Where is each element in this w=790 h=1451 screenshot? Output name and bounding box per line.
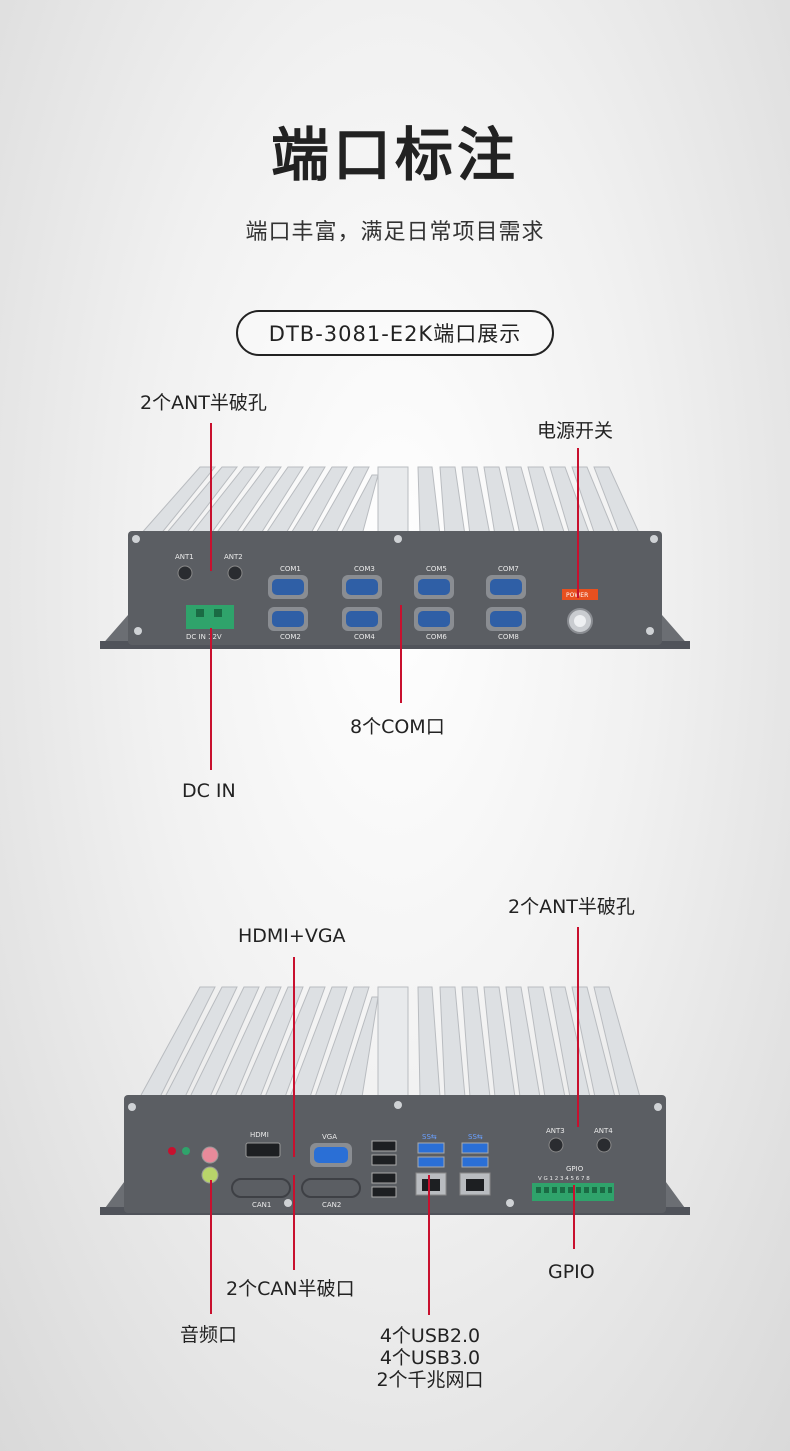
usb3-callout-line: 4个USB3.0: [379, 1347, 481, 1369]
hdmi-vga-line: [293, 957, 295, 1157]
can1-knockout: [231, 1178, 291, 1198]
audio-callout: 音频口: [180, 1324, 238, 1346]
power-line: [577, 448, 579, 598]
dcin-line: [210, 628, 212, 770]
front-ant-line: [210, 423, 212, 571]
power-badge: [562, 589, 598, 600]
can-line: [293, 1175, 295, 1270]
gpio-line: [573, 1185, 575, 1249]
audio-line: [210, 1180, 212, 1314]
led-red: [168, 1147, 176, 1155]
com6-label: COM6: [426, 633, 447, 641]
com-ports: [268, 575, 526, 631]
gpio-label: GPIO: [566, 1165, 584, 1173]
dc-label: DC IN 12V: [186, 633, 222, 641]
ant2-label: ANT2: [224, 553, 243, 561]
power-switch-callout: 电源开关: [537, 420, 614, 442]
ant4-hole: [596, 1137, 612, 1153]
usb3-ports: [417, 1142, 489, 1168]
lan-callout-line: 2个千兆网口: [376, 1369, 484, 1391]
page-title: 端口标注: [270, 121, 519, 189]
rear-ant-line: [577, 927, 579, 1127]
gpio-callout: GPIO: [548, 1261, 595, 1283]
ant3-hole: [548, 1137, 564, 1153]
usb-lan-line: [428, 1175, 430, 1315]
com8-label: COM8: [498, 633, 519, 641]
vga-label: VGA: [322, 1133, 337, 1141]
front-panel-image: ANT1 ANT2 DC IN 12V COM1 COM2 COM3 COM4 …: [100, 466, 690, 649]
dc-terminal: [186, 605, 234, 629]
ant4-label: ANT4: [594, 1127, 613, 1135]
ant2-hole: [227, 565, 243, 581]
com3-label: COM3: [354, 565, 375, 573]
com2-label: COM2: [280, 633, 301, 641]
rear-panel-image: HDMI VGA CAN1 CAN2 SS⇆ SS⇆ ANT3 ANT4 GPI…: [100, 986, 690, 1215]
ant1-hole: [177, 565, 193, 581]
model-pill-text: DTB-3081-E2K端口展示: [268, 322, 522, 346]
ant1-label: ANT1: [175, 553, 194, 561]
usb2-ports: [371, 1140, 397, 1198]
can2-knockout: [301, 1178, 361, 1198]
can1-label: CAN1: [252, 1201, 271, 1209]
model-pill: DTB-3081-E2K端口展示: [236, 310, 554, 356]
hdmi-port: [245, 1142, 281, 1158]
mic-jack-icon: [201, 1146, 219, 1164]
com-callout: 8个COM口: [350, 716, 445, 738]
com7-label: COM7: [498, 565, 519, 573]
com-line: [400, 605, 402, 703]
rear-ant-callout: 2个ANT半破孔: [508, 896, 635, 918]
ant3-label: ANT3: [546, 1127, 565, 1135]
led-green: [182, 1147, 190, 1155]
com4-label: COM4: [354, 633, 375, 641]
page-subtitle: 端口丰富，满足日常项目需求: [245, 220, 545, 245]
lan-ports: [415, 1172, 491, 1196]
usb-lan-callout: 4个USB2.0 4个USB3.0 2个千兆网口: [348, 1325, 512, 1391]
usb2-callout-line: 4个USB2.0: [379, 1325, 481, 1347]
hdmi-vga-callout: HDMI+VGA: [238, 925, 346, 947]
hdmi-label: HDMI: [250, 1131, 269, 1139]
front-ant-callout: 2个ANT半破孔: [140, 392, 267, 414]
can-callout: 2个CAN半破口: [226, 1278, 355, 1300]
com1-label: COM1: [280, 565, 301, 573]
can2-label: CAN2: [322, 1201, 341, 1209]
dcin-callout: DC IN: [182, 780, 236, 802]
usb3-logo-2: SS⇆: [468, 1133, 483, 1141]
com5-label: COM5: [426, 565, 447, 573]
usb3-logo-1: SS⇆: [422, 1133, 437, 1141]
gpio-pin-label: V G 1 2 3 4 5 6 7 8: [538, 1176, 590, 1182]
